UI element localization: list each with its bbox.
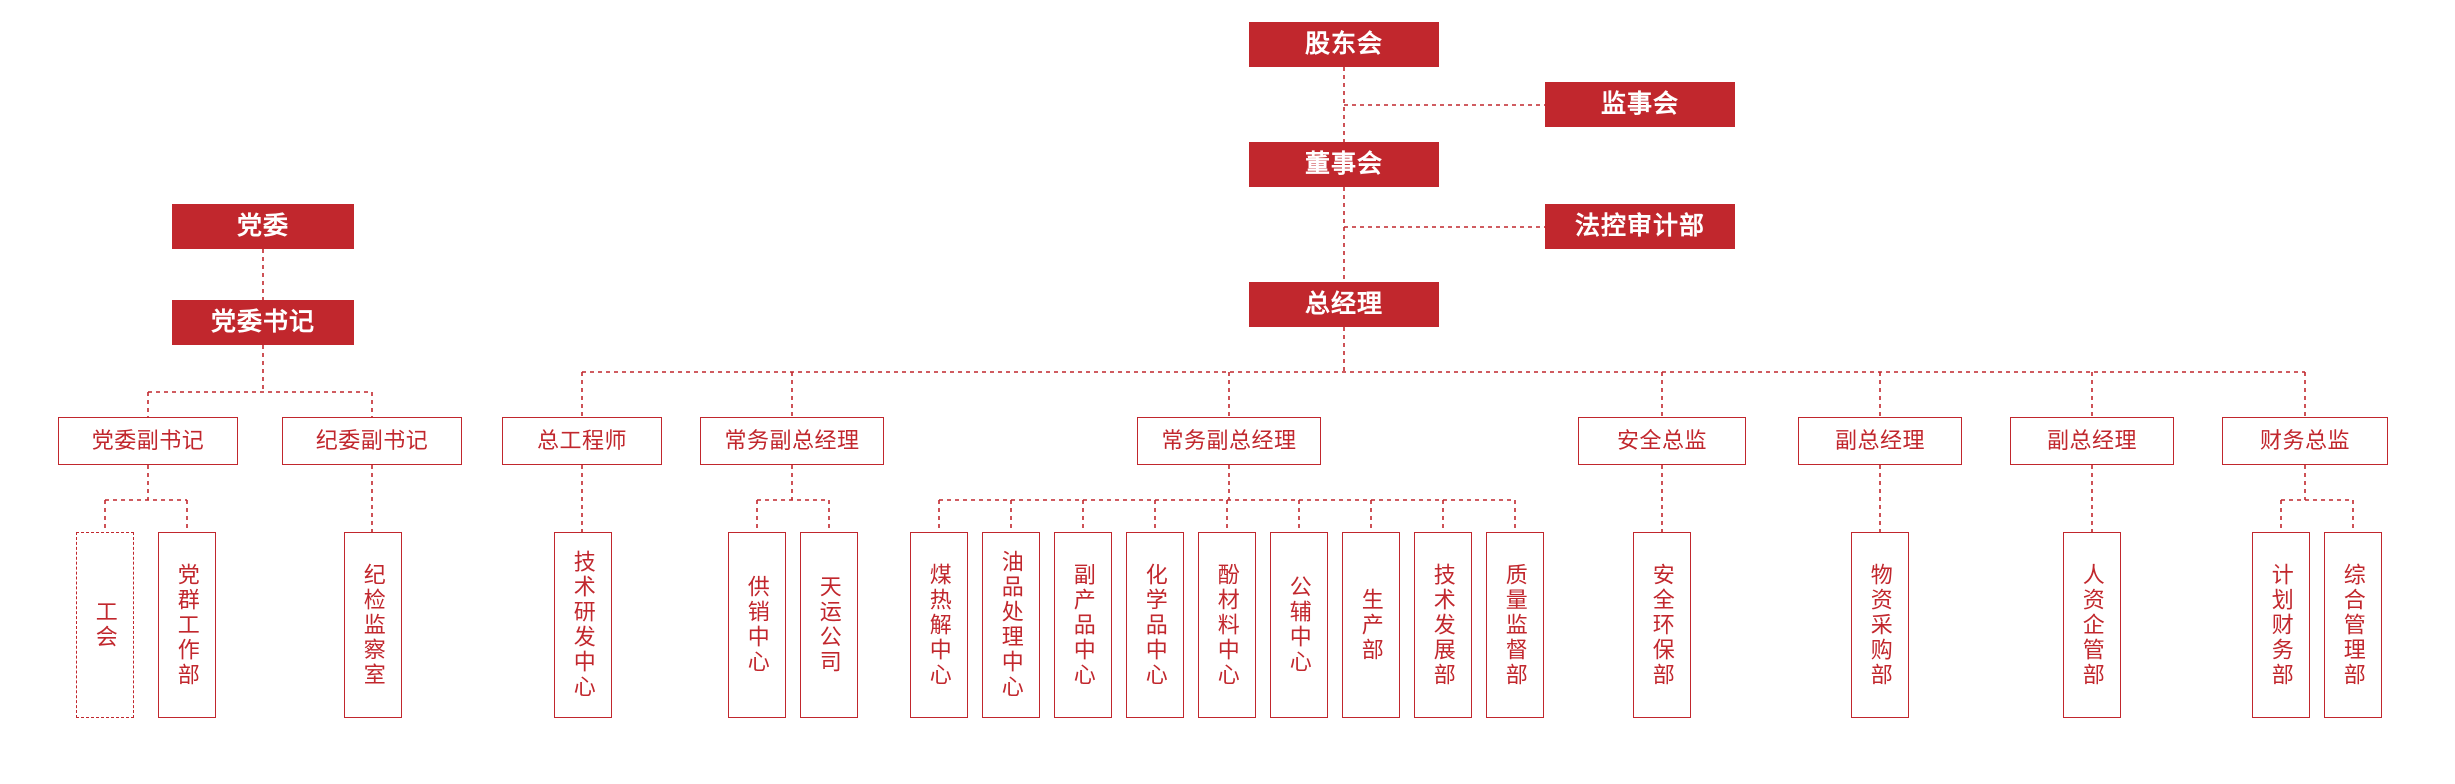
node-label: 监事会 (1600, 89, 1679, 118)
node-label: 党委书记 (210, 307, 315, 336)
node-label: 总工程师 (536, 428, 627, 454)
node-exec-deputy-gm-1[interactable]: 常务副总经理 (700, 417, 884, 465)
department-label: 供销中心 (744, 575, 770, 675)
node-label: 法控审计部 (1574, 211, 1705, 240)
node-label: 安全总监 (1616, 428, 1707, 454)
node-party-secretary[interactable]: 党委书记 (172, 300, 354, 345)
department-node[interactable]: 化学品中心 (1126, 532, 1184, 718)
node-label: 董事会 (1304, 149, 1383, 178)
department-label: 煤热解中心 (926, 562, 952, 688)
node-chief-engineer[interactable]: 总工程师 (502, 417, 662, 465)
department-node[interactable]: 公辅中心 (1270, 532, 1328, 718)
node-shareholders-meeting[interactable]: 股东会 (1249, 22, 1439, 67)
node-label: 财务总监 (2259, 428, 2350, 454)
node-label: 党委副书记 (91, 428, 205, 454)
department-node[interactable]: 酚材料中心 (1198, 532, 1256, 718)
department-label: 工会 (92, 600, 118, 650)
department-node[interactable]: 人资企管部 (2063, 532, 2121, 718)
department-node[interactable]: 安全环保部 (1633, 532, 1691, 718)
department-label: 人资企管部 (2079, 562, 2105, 688)
node-party-committee[interactable]: 党委 (172, 204, 354, 249)
department-label: 公辅中心 (1286, 575, 1312, 675)
node-deputy-discipline-secretary[interactable]: 纪委副书记 (282, 417, 462, 465)
department-label: 技术发展部 (1430, 562, 1456, 688)
node-safety-director[interactable]: 安全总监 (1578, 417, 1746, 465)
department-node[interactable]: 生产部 (1342, 532, 1400, 718)
department-node[interactable]: 天运公司 (800, 532, 858, 718)
department-node[interactable]: 计划财务部 (2252, 532, 2310, 718)
node-cfo[interactable]: 财务总监 (2222, 417, 2388, 465)
node-general-manager[interactable]: 总经理 (1249, 282, 1439, 327)
department-node[interactable]: 综合管理部 (2324, 532, 2382, 718)
department-label: 纪检监察室 (360, 562, 386, 688)
department-node[interactable]: 质量监督部 (1486, 532, 1544, 718)
department-node[interactable]: 副产品中心 (1054, 532, 1112, 718)
department-label: 综合管理部 (2340, 562, 2366, 688)
department-node[interactable]: 技术研发中心 (554, 532, 612, 718)
node-label: 副总经理 (2046, 428, 2137, 454)
node-deputy-gm-2[interactable]: 副总经理 (2010, 417, 2174, 465)
node-supervisory-board[interactable]: 监事会 (1545, 82, 1735, 127)
department-node[interactable]: 油品处理中心 (982, 532, 1040, 718)
node-label: 常务副总经理 (1161, 428, 1297, 454)
department-node[interactable]: 纪检监察室 (344, 532, 402, 718)
department-label: 物资采购部 (1867, 562, 1893, 688)
department-node[interactable]: 供销中心 (728, 532, 786, 718)
node-deputy-party-secretary[interactable]: 党委副书记 (58, 417, 238, 465)
node-label: 股东会 (1304, 29, 1383, 58)
node-label: 党委 (236, 211, 289, 240)
department-node[interactable]: 工会 (76, 532, 134, 718)
node-deputy-gm-1[interactable]: 副总经理 (1798, 417, 1962, 465)
department-label: 油品处理中心 (998, 550, 1024, 700)
department-node[interactable]: 物资采购部 (1851, 532, 1909, 718)
node-label: 纪委副书记 (315, 428, 429, 454)
department-label: 党群工作部 (174, 562, 200, 688)
department-label: 副产品中心 (1070, 562, 1096, 688)
department-label: 技术研发中心 (570, 550, 596, 700)
node-label: 副总经理 (1834, 428, 1925, 454)
department-label: 化学品中心 (1142, 562, 1168, 688)
department-node[interactable]: 党群工作部 (158, 532, 216, 718)
node-label: 总经理 (1304, 289, 1383, 318)
node-legal-audit-dept[interactable]: 法控审计部 (1545, 204, 1735, 249)
department-node[interactable]: 技术发展部 (1414, 532, 1472, 718)
department-label: 生产部 (1358, 587, 1384, 663)
department-label: 天运公司 (816, 575, 842, 675)
department-label: 安全环保部 (1649, 562, 1675, 688)
node-label: 常务副总经理 (724, 428, 860, 454)
department-label: 质量监督部 (1502, 562, 1528, 688)
department-label: 计划财务部 (2268, 562, 2294, 688)
department-label: 酚材料中心 (1214, 562, 1240, 688)
department-node[interactable]: 煤热解中心 (910, 532, 968, 718)
node-board-of-directors[interactable]: 董事会 (1249, 142, 1439, 187)
node-exec-deputy-gm-2[interactable]: 常务副总经理 (1137, 417, 1321, 465)
